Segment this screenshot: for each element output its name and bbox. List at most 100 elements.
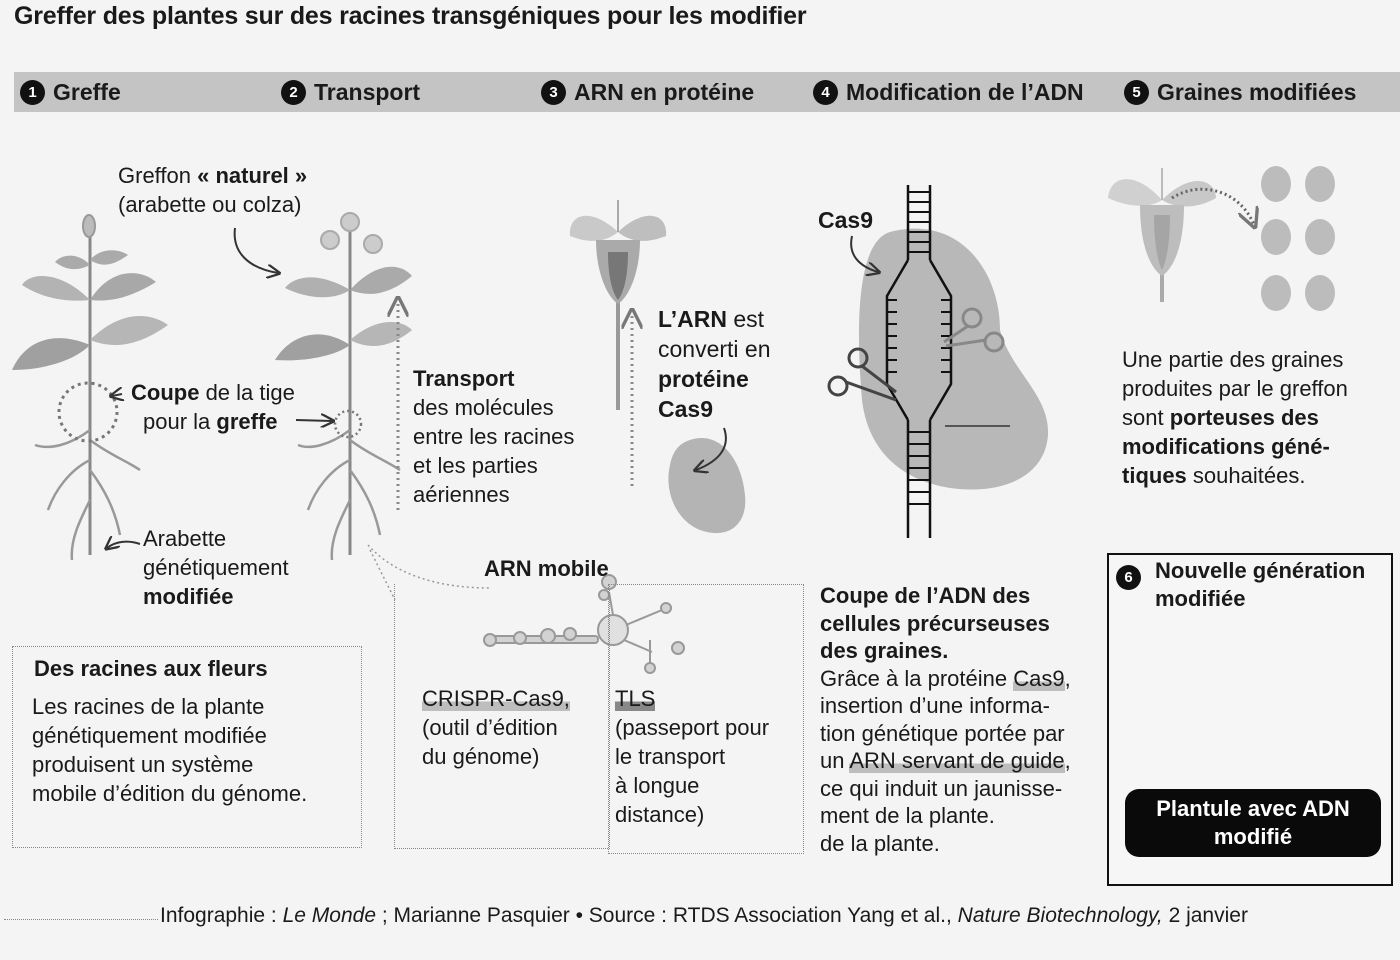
graines-l5-bold: tiques [1122, 463, 1187, 488]
racines-line: mobile d’édition du génome. [32, 781, 308, 806]
arn-line2: converti en [658, 336, 771, 362]
flower-seeds-icon [1108, 168, 1216, 302]
connector-line [369, 549, 396, 601]
cas9-label: Cas9 [818, 207, 873, 233]
transport-line: des molécules [413, 395, 554, 420]
step-number: 3 [541, 79, 566, 105]
footer-mid: ; Marianne Pasquier • Source : RTDS Asso… [376, 904, 958, 927]
graines-l1: Une partie des graines [1122, 347, 1344, 372]
step6-title: Nouvelle génération modifiée [1155, 557, 1365, 613]
step-number: 2 [281, 79, 306, 105]
racines-title: Des racines aux fleurs [34, 656, 268, 681]
arabette-arrow [107, 542, 141, 548]
footer-italic1: Le Monde [282, 904, 376, 927]
graines-l4: modifications géné- [1122, 434, 1330, 459]
arabette-line3: modifiée [143, 584, 234, 609]
racines-line: Les racines de la plante [32, 694, 265, 719]
footer-post: 2 janvier [1162, 904, 1248, 927]
crispr-line: (outil d’édition [422, 715, 558, 740]
coupe-pre2: pour la [143, 409, 217, 434]
coupe-adn-l2: insertion d’une informa- [820, 693, 1050, 718]
cas9-complex-blob [858, 228, 1049, 490]
step-3: 3 ARN en protéine [541, 77, 754, 107]
coupe-adn-l7: de la plante. [820, 830, 940, 856]
seedling-badge: Plantule avec ADN modifié [1125, 789, 1381, 857]
dna-rungs [887, 191, 951, 505]
crispr-label: CRISPR-Cas9, [422, 686, 570, 711]
step-label: Graines modifiées [1157, 78, 1357, 105]
coupe-adn-title: des graines. [820, 638, 949, 663]
graines-text: Une partie des graines produites par le … [1122, 345, 1348, 490]
transport-text: Transport des molécules entre les racine… [413, 364, 574, 509]
seeds-arrow [1171, 187, 1254, 225]
transport-line: aériennes [413, 482, 510, 507]
arabette-line2: génétiquement [143, 555, 289, 580]
arn-bold3: protéine [658, 366, 749, 392]
badge-line2: modifié [1213, 824, 1293, 849]
step-number: 4 [813, 79, 838, 105]
coupe-adn-l6: ment de la plante. [820, 803, 995, 828]
cas9-arrow [850, 235, 878, 272]
greffon-label: Greffon « naturel » (arabette ou colza) [118, 161, 307, 219]
mobile-rna-molecule-icon [483, 574, 685, 674]
coupe-adn-text: Coupe de l’ADN des cellules précurseuses… [820, 582, 1071, 857]
coupe-adn-title: Coupe de l’ADN des [820, 583, 1031, 608]
coupe-adn-l4-hl: ARN servant de guide [849, 748, 1065, 773]
tls-line: le transport [615, 744, 726, 769]
tls-line: (passeport pour [615, 715, 770, 740]
racines-box [12, 646, 362, 848]
arn-mobile-right-frame [608, 584, 804, 854]
badge-line1: Plantule avec ADN [1156, 796, 1350, 821]
crispr-line: du génome) [422, 744, 540, 769]
footer-rule [4, 919, 158, 920]
step-number: 5 [1124, 79, 1149, 105]
graines-l2: produites par le greffon [1122, 376, 1348, 401]
cas9-protein-blob [668, 438, 746, 534]
step-number: 1 [20, 79, 45, 105]
arn-bold4: Cas9 [658, 396, 713, 422]
coupe-adn-l4-pre: un [820, 748, 850, 773]
arn-mobile-title: ARN mobile [484, 556, 609, 581]
arn-bold1: L’ARN [658, 306, 727, 332]
graft-cut-circle [57, 381, 119, 443]
scissors-icon [827, 347, 897, 402]
tls-line: à longue [615, 773, 700, 798]
greffon-line1-pre: Greffon [118, 163, 198, 188]
seed-icon [1261, 166, 1335, 311]
arabette-label: Arabette génétiquement modifiée [143, 524, 289, 611]
coupe-adn-l1-post: , [1064, 665, 1071, 691]
transport-bold: Transport [413, 366, 515, 391]
step-5: 5 Graines modifiées [1124, 77, 1356, 107]
transport-line: et les parties [413, 453, 538, 478]
coupe-bold2: greffe [216, 409, 278, 434]
racines-line: produisent un système [32, 752, 254, 777]
step-bar [14, 72, 1400, 112]
footer-credits: Infographie : Le Monde ; Marianne Pasqui… [160, 904, 1248, 928]
step6-number-wrap: 6 [1116, 565, 1149, 590]
step-label: Greffe [53, 78, 121, 105]
step6-number: 6 [1116, 565, 1141, 590]
step-label: ARN en protéine [574, 78, 755, 105]
flower-icon [569, 200, 667, 410]
coupe-adn-l1-hl: Cas9 [1013, 665, 1065, 691]
racines-line: génétiquement modifiée [32, 723, 267, 748]
footer-italic2: Nature Biotechnology, [957, 904, 1163, 927]
tls-label: TLS [615, 686, 656, 711]
connector-line [367, 544, 491, 589]
protein-arrow [696, 427, 727, 470]
arn-converti-text: L’ARN est converti en protéine Cas9 [658, 304, 771, 424]
greffon-line2: (arabette ou colza) [118, 192, 302, 217]
plant-modified-icon [12, 214, 168, 561]
footer-pre: Infographie : [160, 904, 283, 927]
step6-line2: modifiée [1155, 586, 1246, 611]
tls-line: distance) [615, 802, 705, 827]
tls-text: TLS (passeport pour le transport à longu… [615, 684, 769, 829]
coupe-adn-l5: ce qui induit un jaunisse- [820, 775, 1063, 801]
graines-l3-pre: sont [1122, 405, 1170, 430]
coupe-adn-l3: tion génétique portée par [820, 720, 1065, 746]
coupe-bold1: Coupe [131, 380, 200, 405]
graines-l5-rest: souhaitées. [1186, 463, 1306, 488]
step-label: Modification de l’ADN [846, 78, 1084, 105]
